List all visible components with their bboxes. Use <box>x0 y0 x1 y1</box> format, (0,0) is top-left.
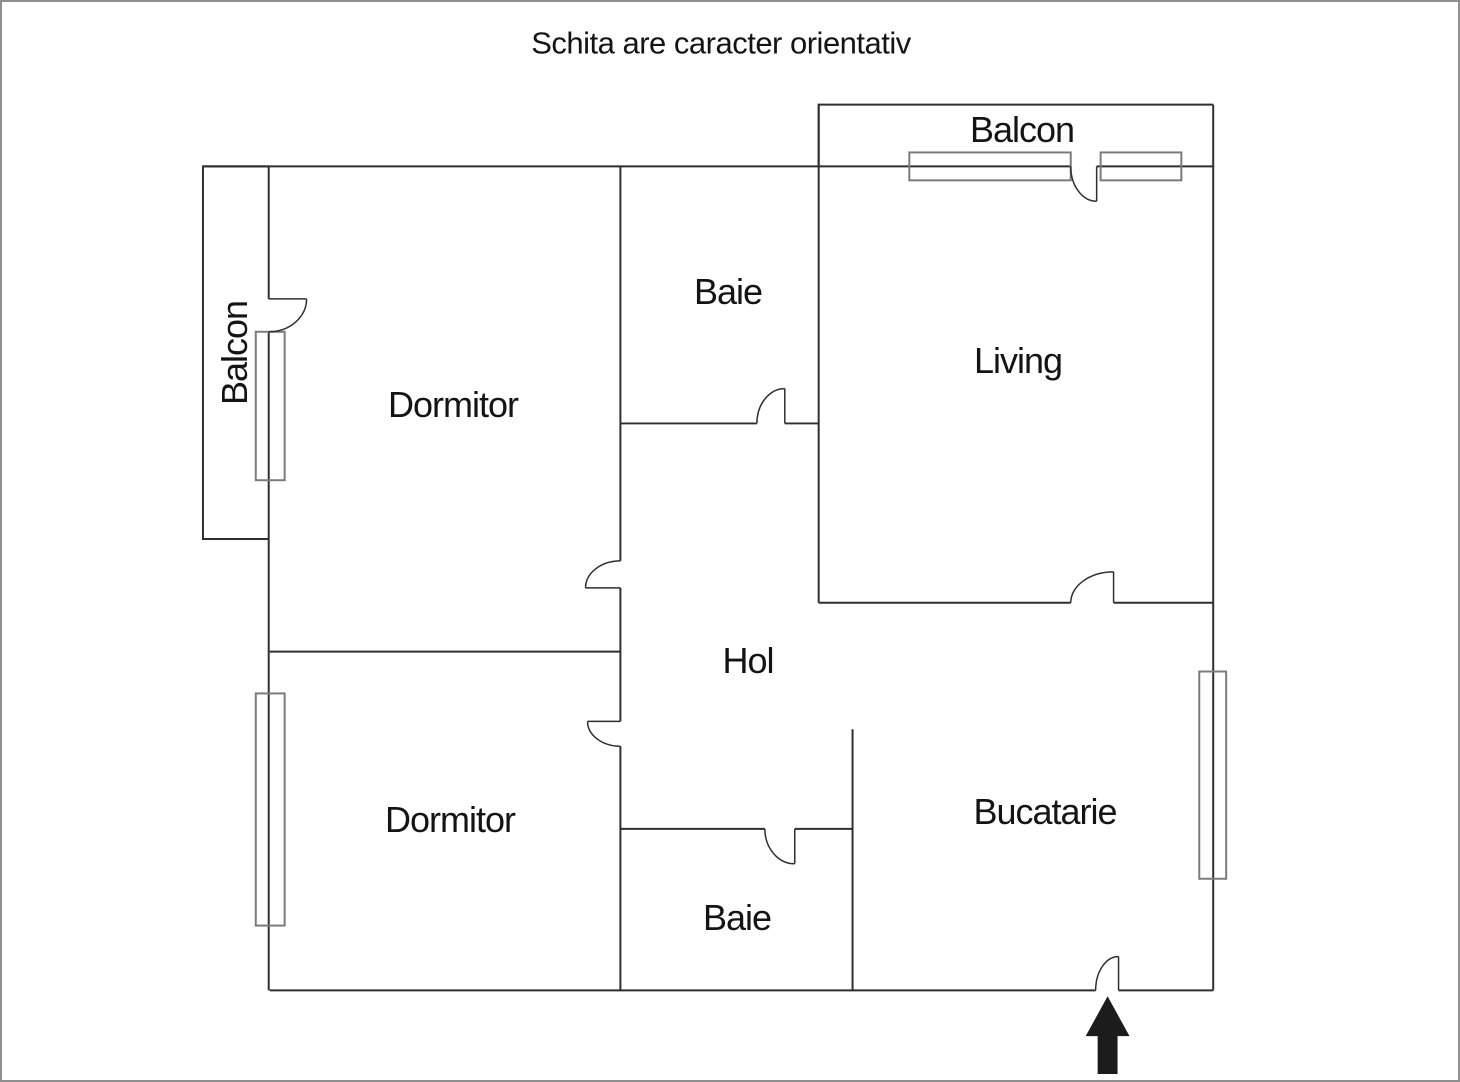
door-balcony-living <box>1069 166 1098 203</box>
room-label-balcon-left: Balcon <box>214 300 255 406</box>
room-label-bucatarie: Bucatarie <box>973 791 1117 832</box>
room-label-baie-top: Baie <box>693 271 763 312</box>
door-dormitor-bottom <box>586 720 621 747</box>
room-label-balcon-top: Balcon <box>969 109 1075 150</box>
room-label-hol: Hol <box>722 640 774 681</box>
window-living-short <box>1099 151 1183 182</box>
plan-title: Schita are caracter orientativ <box>531 25 911 61</box>
room-label-living: Living <box>973 340 1063 381</box>
door-dormitor-top <box>584 560 621 589</box>
room-label-dormitor-bottom: Dormitor <box>384 799 516 840</box>
doors <box>268 166 1120 991</box>
door-baie-bottom <box>764 828 796 865</box>
door-balcon-left <box>268 298 308 333</box>
exterior-walls <box>201 103 1215 992</box>
interior-walls <box>269 104 1214 991</box>
door-living <box>1069 571 1115 603</box>
room-label-baie-bottom: Baie <box>702 897 772 938</box>
window-dormitor-bottom <box>254 692 286 927</box>
balcony-left-outline <box>201 165 269 541</box>
door-entrance <box>1094 955 1120 991</box>
door-baie-top <box>756 387 786 424</box>
entrance-arrow-icon <box>1085 996 1130 1075</box>
window-balcon-left <box>254 330 286 482</box>
window-bucatarie <box>1198 670 1228 880</box>
room-label-dormitor-top: Dormitor <box>387 384 519 425</box>
